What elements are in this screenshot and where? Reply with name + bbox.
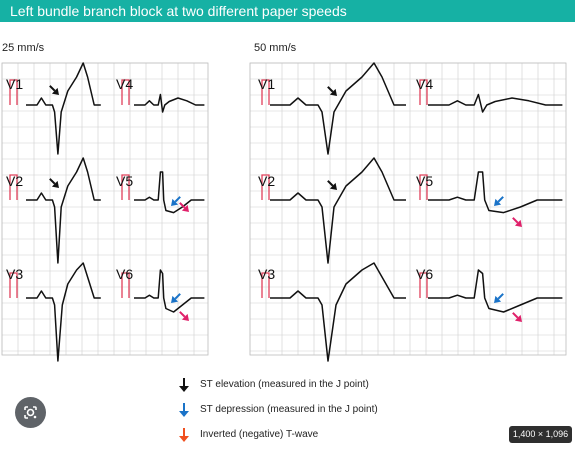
st-elevation-arrow <box>51 180 59 188</box>
legend-label: ST elevation (measured in the J point) <box>200 379 369 390</box>
legend-label: Inverted (negative) T-wave <box>200 429 319 440</box>
ecg-grid <box>249 62 566 355</box>
speed-label-25: 25 mm/s <box>2 42 45 54</box>
ecg-waveform <box>270 157 406 264</box>
blue-down-arrow-icon <box>179 403 189 417</box>
ecg-grid <box>1 62 208 355</box>
calibration-pulse <box>261 79 270 105</box>
inverted-t-wave-arrow <box>181 313 189 321</box>
st-depression-arrow <box>174 293 181 300</box>
st-depression-arrow <box>171 295 179 303</box>
ecg-waveforms <box>26 62 563 362</box>
calibration-pulses <box>9 79 428 298</box>
lead-label: V2 <box>258 173 275 189</box>
calibration-pulse <box>419 174 428 200</box>
calibration-pulse <box>121 79 130 105</box>
ecg-waveform <box>428 269 563 313</box>
st-elevation-arrow <box>329 182 337 190</box>
legend-label: ST depression (measured in the J point) <box>200 404 378 415</box>
google-lens-button[interactable] <box>15 397 46 428</box>
black-down-arrow-icon <box>179 378 189 392</box>
inverted-t-wave-arrow <box>514 314 522 322</box>
calibration-pulse <box>121 272 130 298</box>
ecg-grids <box>1 62 567 356</box>
inverted-t-wave-arrow <box>512 312 519 319</box>
ecg-waveform <box>26 262 101 362</box>
st-elevation-arrow <box>329 88 337 96</box>
ecg-waveform <box>134 171 205 214</box>
calibration-pulse <box>121 174 130 200</box>
ecg-waveform <box>270 262 406 362</box>
st-elevation-arrow <box>51 87 59 95</box>
inverted-t-wave-arrow <box>179 311 186 318</box>
lead-label: V1 <box>258 76 275 92</box>
ecg-grid-border <box>1 62 209 356</box>
calibration-pulse <box>9 174 18 200</box>
st-depression-arrow <box>171 198 179 206</box>
speed-label-50: 50 mm/s <box>254 42 297 54</box>
st-elevation-arrow <box>327 180 334 187</box>
ecg-grid-border <box>249 62 567 356</box>
calibration-pulse <box>419 272 428 298</box>
inverted-t-wave-arrow <box>179 202 186 209</box>
calibration-pulse <box>9 272 18 298</box>
inverted-t-wave-arrow <box>181 204 189 212</box>
figure-title: Left bundle branch block at two differen… <box>0 0 575 22</box>
ecg-waveform <box>428 93 563 113</box>
lead-label: V5 <box>116 173 133 189</box>
lead-label: V3 <box>258 266 275 282</box>
st-depression-arrow <box>497 196 504 203</box>
calibration-pulse <box>419 79 428 105</box>
st-elevation-arrow <box>327 86 334 93</box>
ecg-waveform <box>26 157 101 264</box>
ecg-waveform <box>134 93 205 113</box>
ecg-waveform <box>134 269 205 313</box>
st-depression-arrow <box>494 295 502 303</box>
inverted-t-wave-arrow <box>514 219 522 227</box>
st-depression-arrow <box>494 198 502 206</box>
calibration-pulse <box>261 174 270 200</box>
ecg-waveform <box>26 62 101 155</box>
lead-label: V6 <box>116 266 133 282</box>
lead-label: V4 <box>416 76 433 92</box>
red-down-arrow-icon <box>179 428 189 442</box>
lead-label: V5 <box>416 173 433 189</box>
st-depression-arrow <box>497 293 504 300</box>
annotation-arrows <box>49 85 522 322</box>
lead-label: V6 <box>416 266 433 282</box>
image-size-badge: 1,400 × 1,096 <box>509 426 572 443</box>
lead-label: V4 <box>116 76 133 92</box>
st-elevation-arrow <box>49 85 56 92</box>
st-depression-arrow <box>174 196 181 203</box>
calibration-pulse <box>9 79 18 105</box>
ecg-waveform <box>428 171 563 214</box>
lead-label: V3 <box>6 266 23 282</box>
ecg-waveform <box>270 62 406 155</box>
calibration-pulse <box>261 272 270 298</box>
lead-label: V1 <box>6 76 23 92</box>
st-elevation-arrow <box>49 178 56 185</box>
inverted-t-wave-arrow <box>512 217 519 224</box>
google-lens-icon <box>24 406 37 419</box>
lead-label: V2 <box>6 173 23 189</box>
